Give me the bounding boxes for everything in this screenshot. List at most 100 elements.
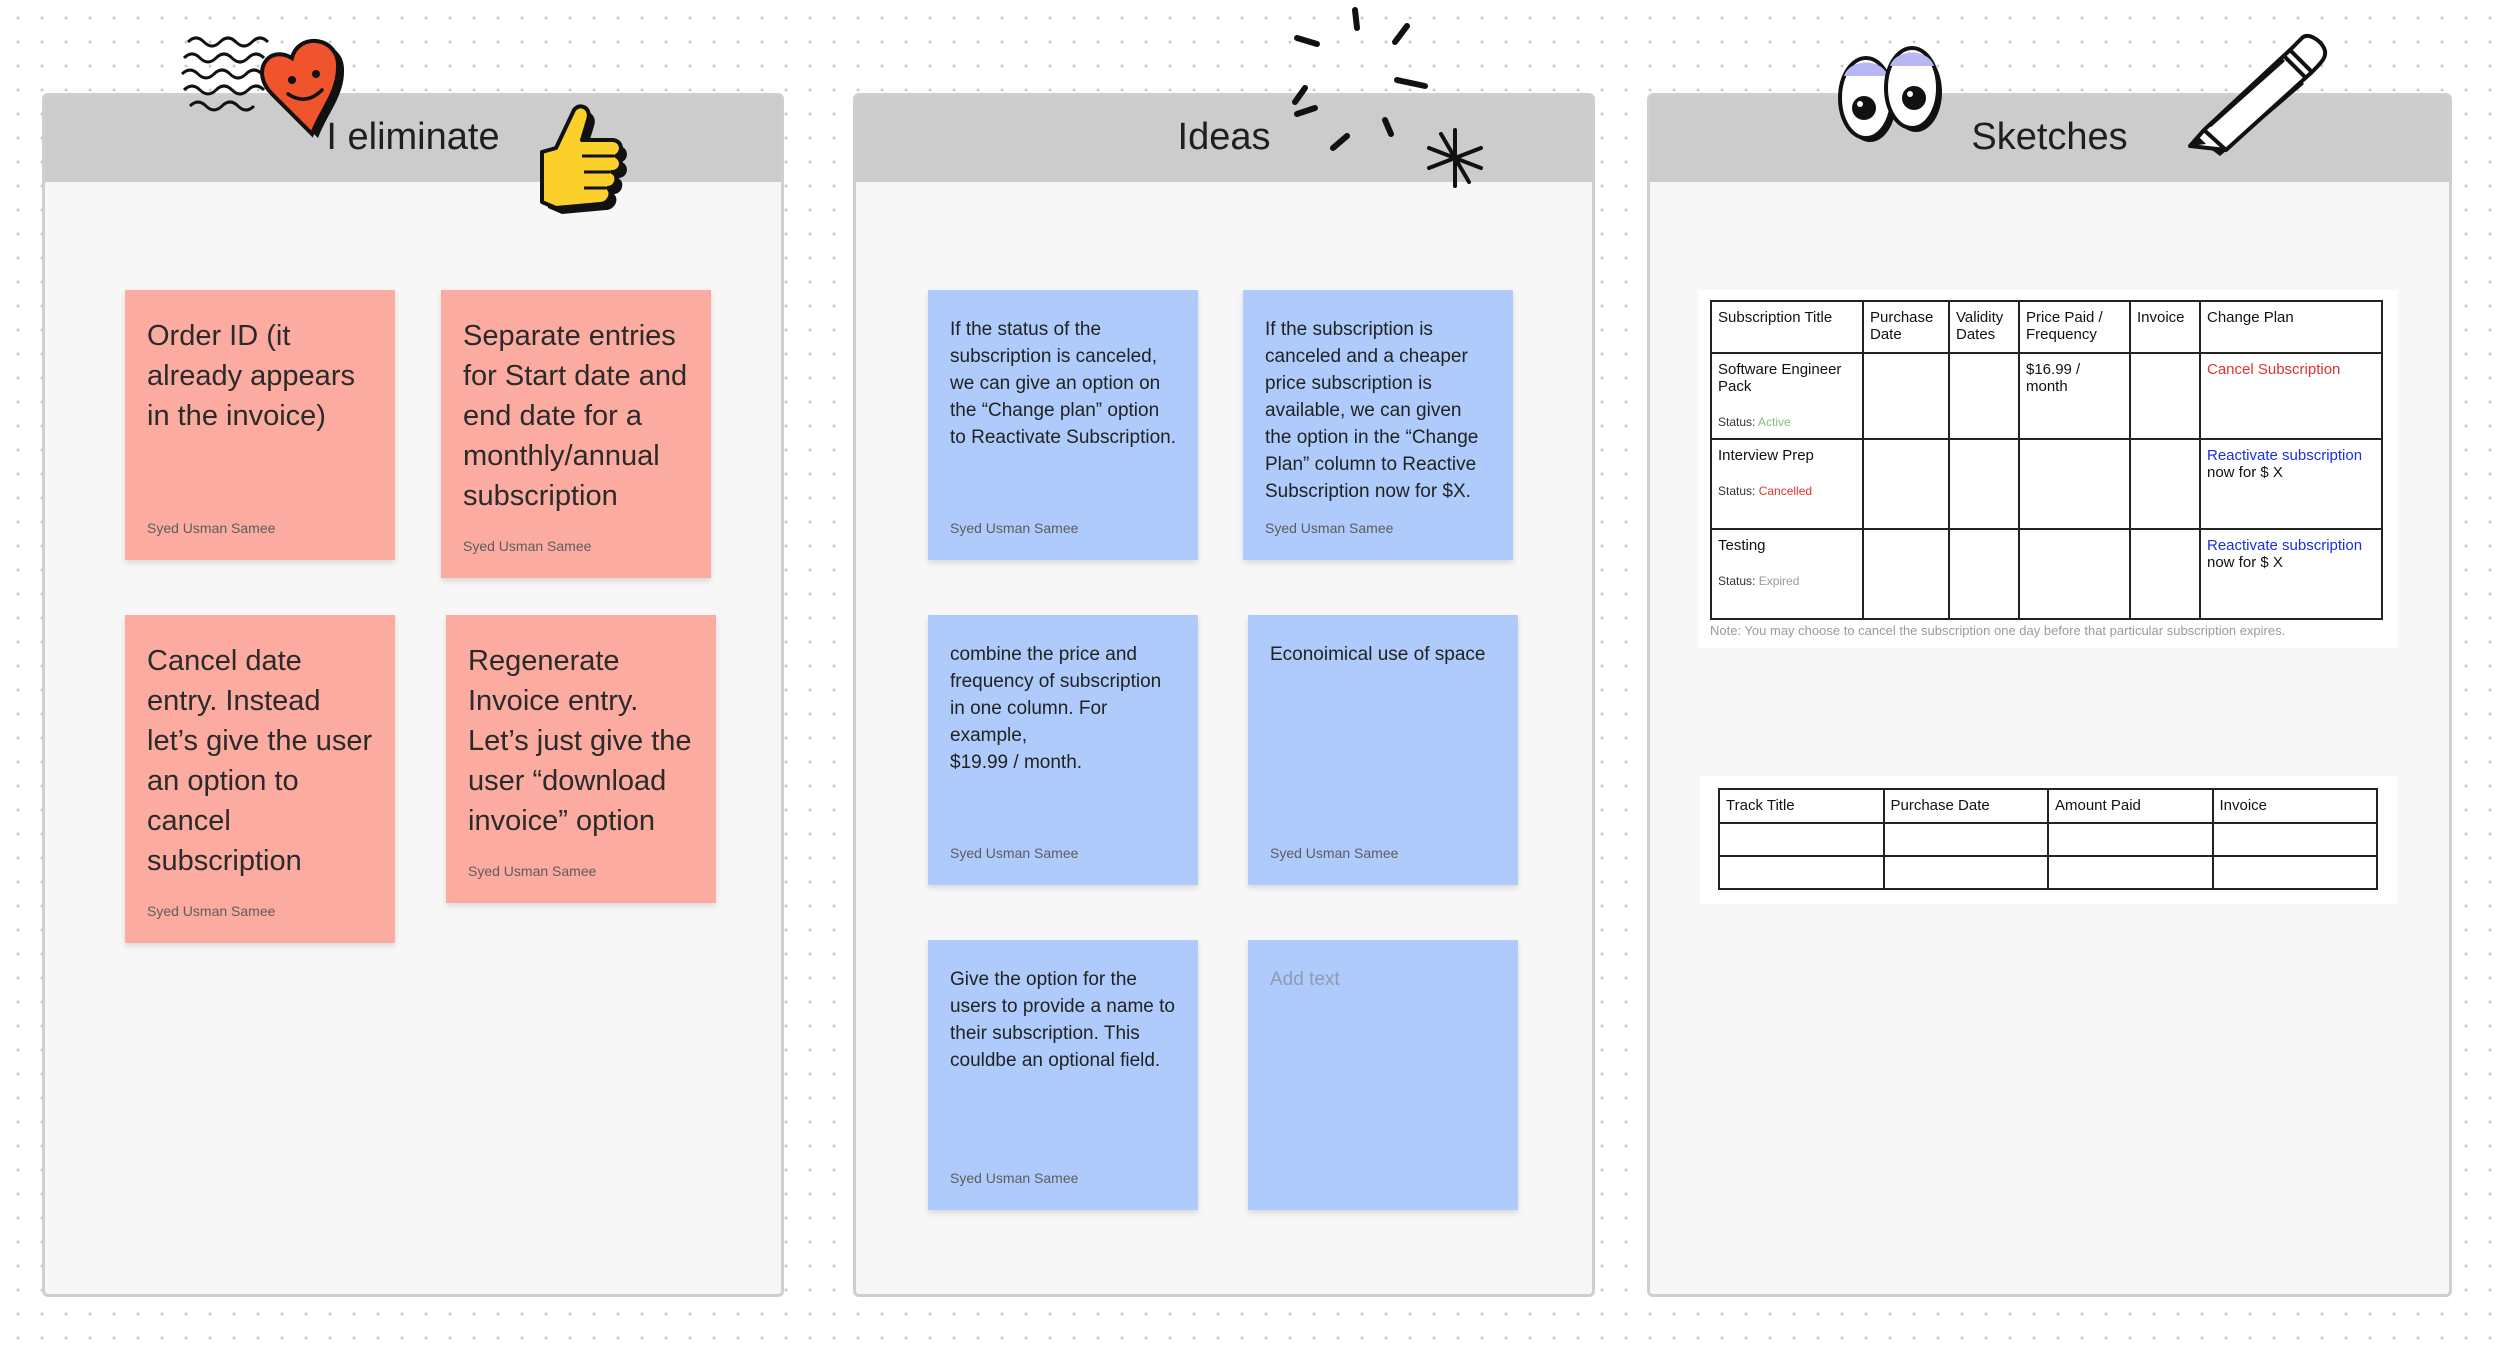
- status-label: Status: Cancelled: [1718, 484, 1813, 498]
- sticky-note-text: combine the price and frequency of subsc…: [950, 644, 1162, 773]
- table-cell: [1718, 822, 1885, 857]
- table-cell: [2129, 528, 2201, 620]
- table-cell: Software Engineer Pack Status: Active: [1710, 352, 1864, 440]
- sticky-note-author: Syed Usman Samee: [147, 903, 276, 919]
- reactivate-subscription-link[interactable]: Reactivate subscription: [2207, 447, 2363, 464]
- table-cell: [2047, 822, 2214, 857]
- table-cell: [1948, 528, 2020, 620]
- status-value: Cancelled: [1758, 484, 1813, 498]
- column-header: Amount Paid: [2047, 788, 2214, 824]
- sticky-note-text: If the status of the subscription is can…: [950, 319, 1177, 448]
- section-title: Sketches: [1971, 116, 2128, 158]
- sticky-note-author: Syed Usman Samee: [468, 863, 597, 879]
- table-cell: [2018, 528, 2131, 620]
- table-cell: $16.99 / month: [2018, 352, 2131, 440]
- sticky-note-author: Syed Usman Samee: [1270, 845, 1399, 861]
- section-title: I eliminate: [326, 116, 500, 158]
- sticky-note-text: Regenerate Invoice entry. Let’s just giv…: [468, 645, 692, 837]
- subscription-title: Testing: [1718, 537, 1766, 554]
- sticky-note[interactable]: Cancel date entry. Instead let’s give th…: [125, 615, 395, 943]
- column-header: Subscription Title: [1710, 300, 1864, 354]
- table-cell: [1882, 855, 2049, 890]
- table-header-row: Subscription Title Purchase Date Validit…: [1710, 300, 2383, 354]
- table-cell: [1862, 438, 1950, 530]
- sticky-note[interactable]: If the status of the subscription is can…: [928, 290, 1198, 560]
- table-row: Software Engineer Pack Status: Active $1…: [1710, 352, 2383, 440]
- subscription-title: Software Engineer Pack: [1718, 361, 1842, 395]
- table-cell: [2018, 438, 2131, 530]
- track-table-sketch[interactable]: Track Title Purchase Date Amount Paid In…: [1700, 776, 2397, 904]
- table-cell: [1718, 855, 1885, 890]
- sticky-note-text: Order ID (it already appears in the invo…: [147, 320, 355, 432]
- sticky-note-empty[interactable]: Add text: [1248, 940, 1518, 1210]
- cancel-subscription-link[interactable]: Cancel Subscription: [2207, 361, 2341, 378]
- table-cell: [2047, 855, 2214, 890]
- table-cell: Cancel Subscription: [2199, 352, 2383, 440]
- sticky-note-text: Give the option for the users to provide…: [950, 969, 1175, 1071]
- thumbs-up-icon[interactable]: [522, 102, 632, 222]
- pencil-icon: [2188, 33, 2328, 156]
- table-cell: [1948, 438, 2020, 530]
- table-row: Testing Status: Expired Reactivate subsc…: [1710, 528, 2383, 620]
- table-cell: [1948, 352, 2020, 440]
- reactivate-subscription-link[interactable]: Reactivate subscription: [2207, 537, 2363, 554]
- reactivate-price-text: now for $ X: [2207, 464, 2283, 481]
- sticky-note[interactable]: Give the option for the users to provide…: [928, 940, 1198, 1210]
- sticky-note-author: Syed Usman Samee: [463, 538, 592, 554]
- sticky-note-text: If the subscription is canceled and a ch…: [1265, 319, 1479, 502]
- sticky-note-text: Separate entries for Start date and end …: [463, 320, 688, 512]
- sticky-note-text: Cancel date entry. Instead let’s give th…: [147, 645, 373, 877]
- sparkle-icon: [1292, 7, 1483, 188]
- table-cell: [2211, 822, 2378, 857]
- table-row: Interview Prep Status: Cancelled Reactiv…: [1710, 438, 2383, 530]
- sticky-note[interactable]: If the subscription is canceled and a ch…: [1243, 290, 1513, 560]
- track-table: Track Title Purchase Date Amount Paid In…: [1718, 788, 2378, 890]
- table-cell: [2129, 352, 2201, 440]
- table-cell: [1882, 822, 2049, 857]
- sticky-note[interactable]: Econoimical use of space Syed Usman Same…: [1248, 615, 1518, 885]
- sticky-note-placeholder[interactable]: Add text: [1270, 969, 1340, 990]
- section-header[interactable]: I eliminate: [45, 96, 781, 182]
- column-header: Purchase Date: [1882, 788, 2049, 824]
- sticky-note-author: Syed Usman Samee: [950, 845, 1079, 861]
- table-row: [1718, 855, 2378, 890]
- table-header-row: Track Title Purchase Date Amount Paid In…: [1718, 788, 2378, 824]
- sticky-note-text: Econoimical use of space: [1270, 644, 1486, 665]
- sticky-note[interactable]: Regenerate Invoice entry. Let’s just giv…: [446, 615, 716, 903]
- reactivate-price-text: now for $ X: [2207, 554, 2283, 571]
- googly-eyes-icon: [1838, 46, 1942, 142]
- table-note: Note: You may choose to cancel the subsc…: [1710, 623, 2286, 638]
- section-header[interactable]: Sketches: [1650, 96, 2449, 182]
- subscription-title: Interview Prep: [1718, 447, 1814, 464]
- column-header: Change Plan: [2199, 300, 2383, 354]
- status-value: Expired: [1758, 574, 1800, 588]
- column-header: Price Paid / Frequency: [2018, 300, 2131, 354]
- status-label: Status: Expired: [1718, 574, 1800, 588]
- subscription-table: Subscription Title Purchase Date Validit…: [1710, 300, 2383, 620]
- status-value: Active: [1758, 415, 1791, 429]
- table-row: [1718, 822, 2378, 857]
- sticky-note[interactable]: Order ID (it already appears in the invo…: [125, 290, 395, 560]
- section-title: Ideas: [1177, 116, 1271, 158]
- table-cell: Testing Status: Expired: [1710, 528, 1864, 620]
- heart-stamp-icon[interactable]: [180, 22, 370, 142]
- status-label: Status: Active: [1718, 415, 1791, 429]
- table-cell: [1862, 352, 1950, 440]
- sticky-note-author: Syed Usman Samee: [147, 520, 276, 536]
- column-header: Invoice: [2129, 300, 2201, 354]
- sticky-note-author: Syed Usman Samee: [950, 1170, 1079, 1186]
- column-header: Invoice: [2211, 788, 2378, 824]
- sticky-note[interactable]: combine the price and frequency of subsc…: [928, 615, 1198, 885]
- table-cell: [1862, 528, 1950, 620]
- column-header: Validity Dates: [1948, 300, 2020, 354]
- section-sketches[interactable]: Sketches: [1647, 93, 2452, 1297]
- table-cell: [2211, 855, 2378, 890]
- sticky-note[interactable]: Separate entries for Start date and end …: [441, 290, 711, 578]
- table-cell: Interview Prep Status: Cancelled: [1710, 438, 1864, 530]
- subscription-table-sketch[interactable]: Subscription Title Purchase Date Validit…: [1698, 290, 2398, 648]
- sticky-note-author: Syed Usman Samee: [950, 520, 1079, 536]
- section-header[interactable]: Ideas: [856, 96, 1592, 182]
- column-header: Purchase Date: [1862, 300, 1950, 354]
